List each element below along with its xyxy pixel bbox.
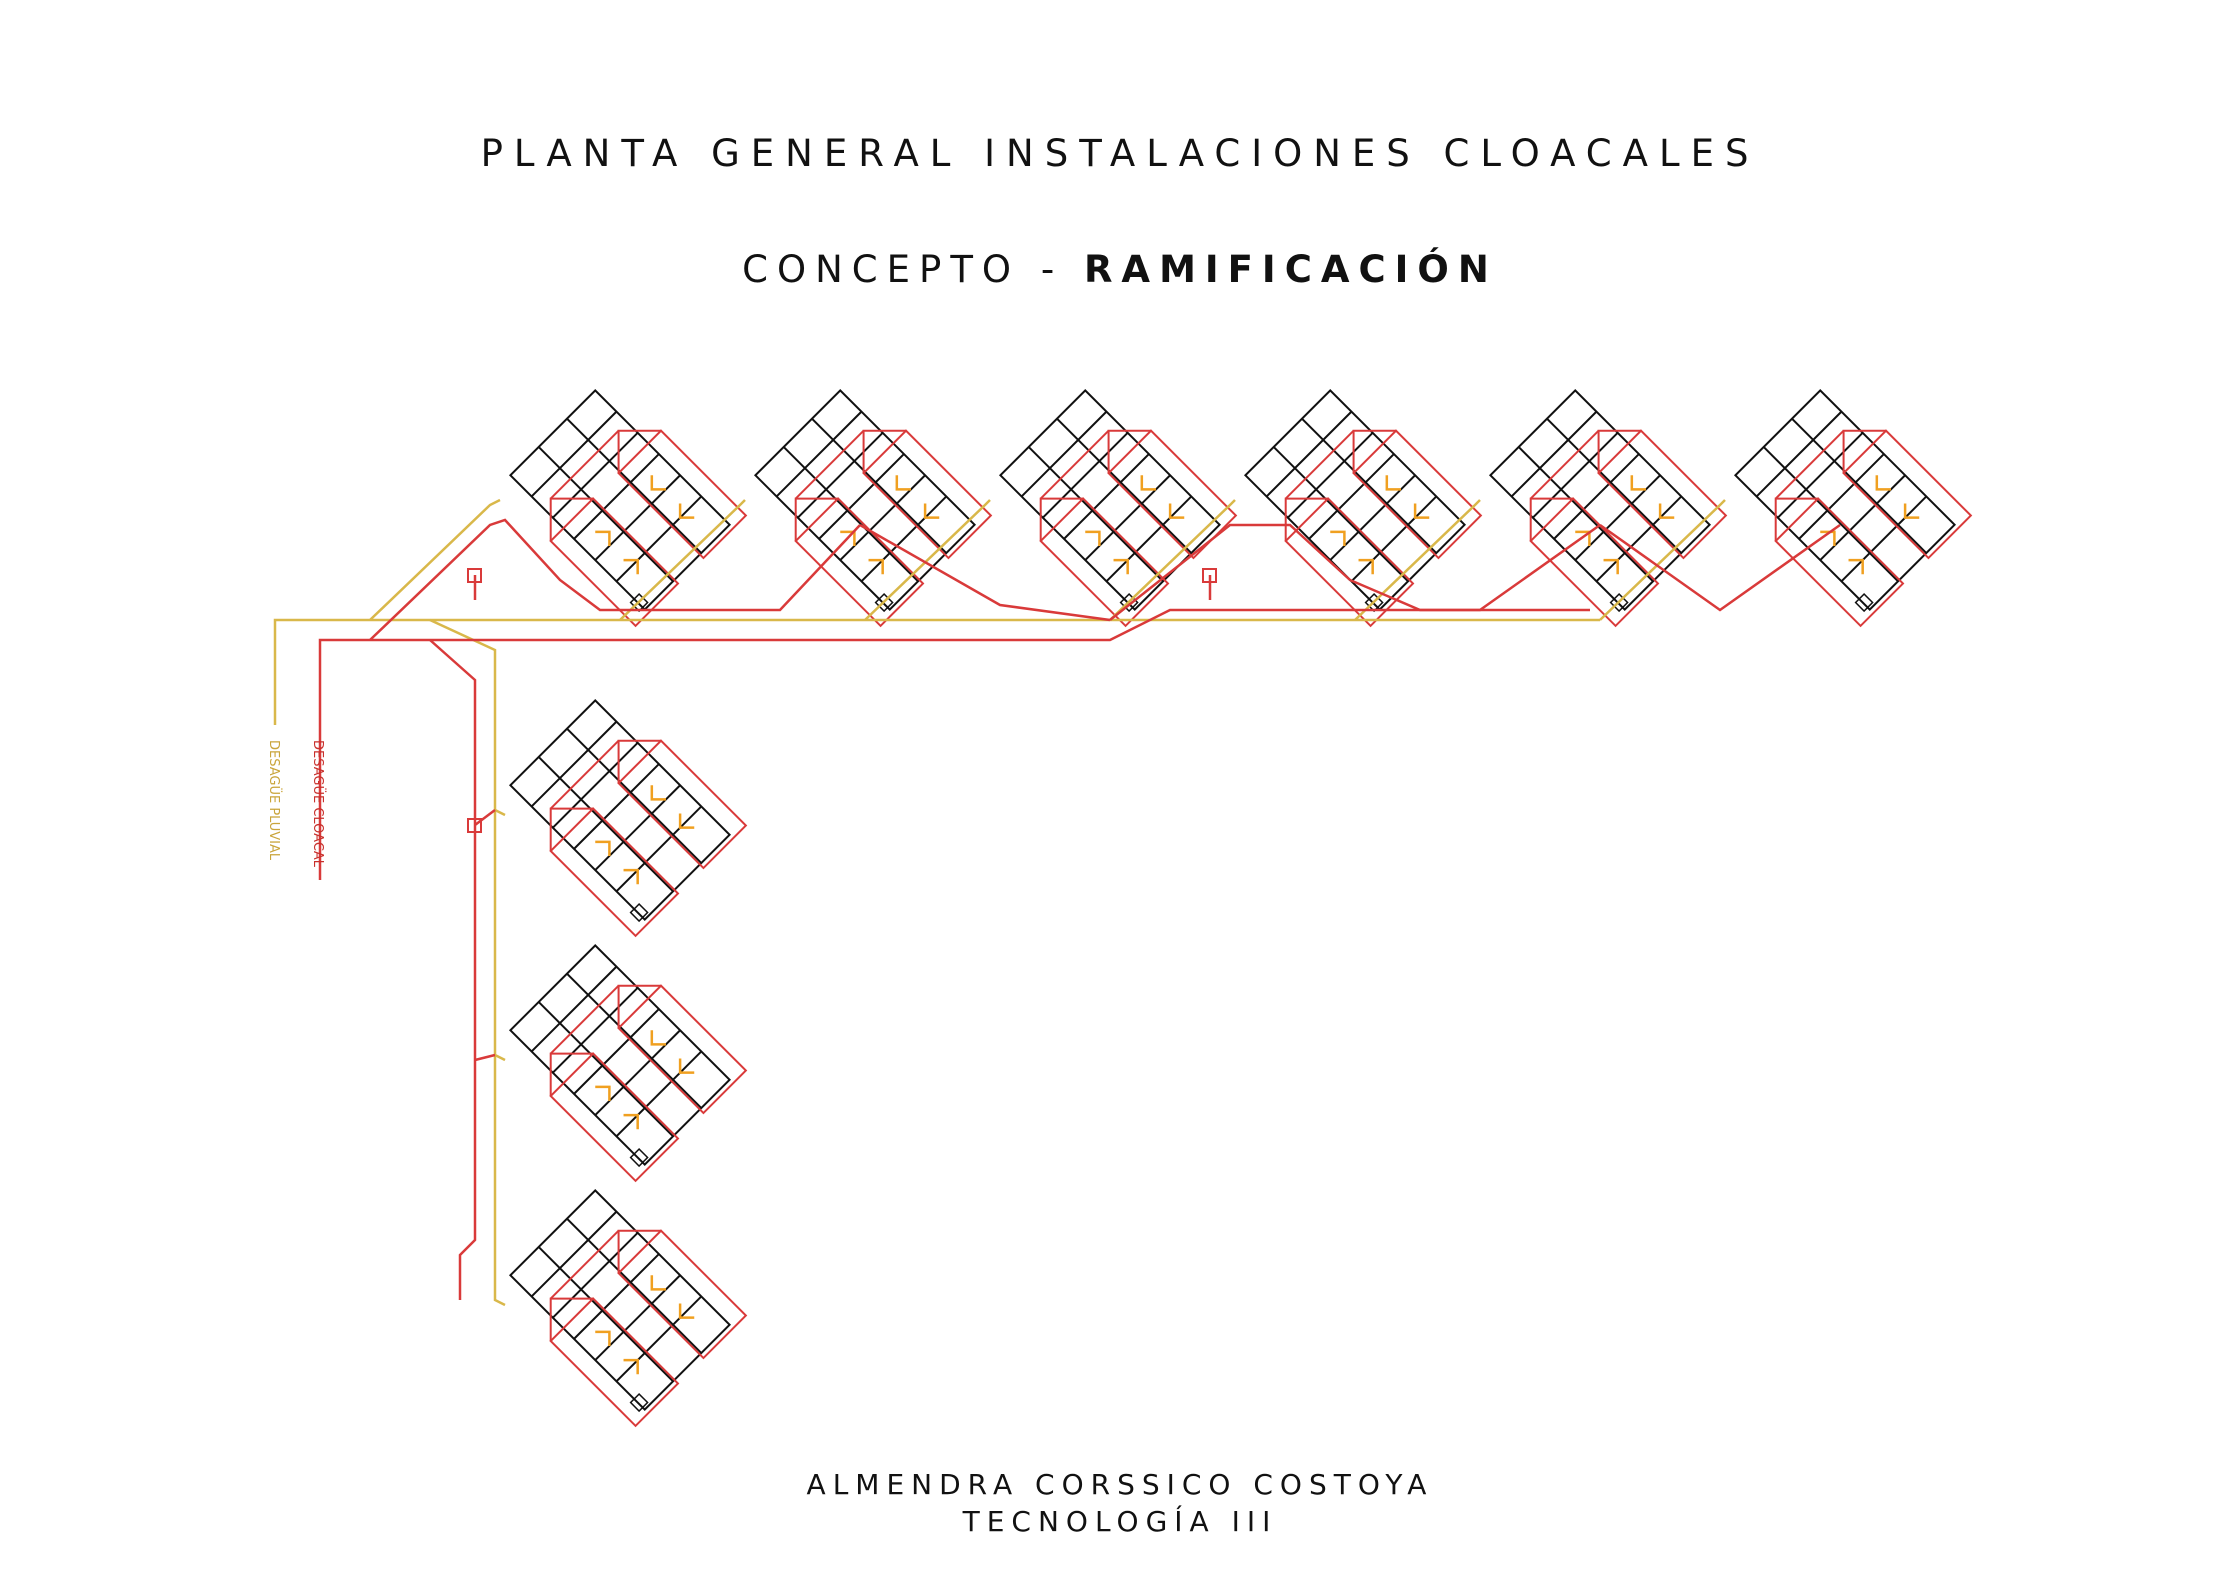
cloacal-drain-network <box>318 518 1841 1300</box>
author-name: ALMENDRA CORSSICO COSTOYA <box>806 1468 1434 1501</box>
pluvial-drain-network <box>273 498 1726 1307</box>
inspection-chambers <box>467 568 1217 833</box>
course-name: TECNOLOGÍA III <box>962 1505 1278 1538</box>
legend-cloacal-label: DESAGÜE CLOACAL <box>310 740 327 868</box>
module-column-left <box>496 686 748 1428</box>
legend-pluvial-label: DESAGÜE PLUVIAL <box>266 740 283 861</box>
page-subtitle: CONCEPTO - RAMIFICACIÓN <box>0 248 2240 291</box>
subtitle-emphasis: RAMIFICACIÓN <box>1083 248 1498 291</box>
subtitle-prefix: CONCEPTO - <box>742 248 1084 291</box>
page-title: PLANTA GENERAL INSTALACIONES CLOACALES <box>480 132 1760 175</box>
